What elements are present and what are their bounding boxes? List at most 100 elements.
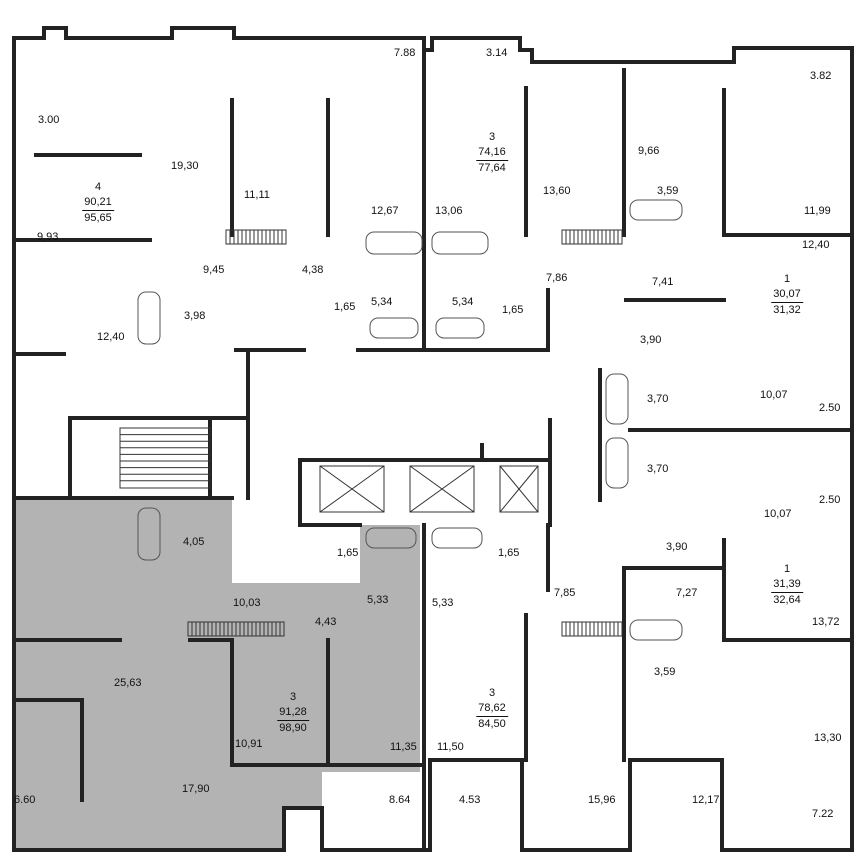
apartment-living-area: 31,39 — [771, 577, 803, 593]
room-area-label: 13,30 — [814, 732, 842, 744]
room-area-label: 3,59 — [654, 666, 676, 678]
apartment-label-1-right-upper: 1 30,07 31,32 — [771, 272, 803, 318]
room-area-label: 3.82 — [810, 70, 832, 82]
room-area-label: 12,17 — [692, 794, 720, 806]
room-area-label: 10,91 — [235, 738, 263, 750]
room-area-label: 11,11 — [244, 189, 270, 201]
bathtub — [137, 291, 161, 345]
bathtub — [629, 619, 683, 641]
room-area-label: 10,07 — [760, 389, 788, 401]
room-area-label: 2.50 — [819, 402, 841, 414]
bathtub — [137, 507, 161, 561]
apartment-total-area: 84,50 — [478, 718, 506, 730]
room-area-label: 12,40 — [97, 331, 125, 343]
highlighted-apartment — [14, 498, 420, 850]
room-area-label: 17,90 — [182, 783, 210, 795]
apartment-living-area: 90,21 — [82, 195, 114, 211]
elevators — [319, 465, 539, 513]
room-area-label: 1,65 — [334, 301, 356, 313]
bathtub — [435, 317, 485, 339]
room-area-label: 7,41 — [652, 276, 674, 288]
radiator — [561, 229, 623, 245]
room-area-label: 1,65 — [502, 304, 524, 316]
room-area-label: 3.14 — [486, 47, 508, 59]
radiator — [225, 229, 287, 245]
bathtub — [365, 231, 423, 255]
bathtub — [431, 527, 483, 549]
room-area-label: 7,85 — [554, 587, 576, 599]
room-area-label: 11,50 — [437, 741, 464, 753]
apartment-living-area: 74,16 — [476, 145, 508, 161]
room-area-label: 25,63 — [114, 677, 142, 689]
elevator-3 — [499, 465, 539, 513]
room-area-label: 3,90 — [640, 334, 662, 346]
room-area-label: 11,35 — [390, 741, 417, 753]
room-area-label: 5,34 — [371, 296, 393, 308]
apartment-total-area: 95,65 — [84, 212, 112, 224]
room-area-label: 9,93 — [37, 231, 59, 243]
room-area-label: 9,45 — [203, 264, 225, 276]
room-area-label: 12,67 — [371, 205, 399, 217]
apartment-rooms: 1 — [783, 273, 791, 285]
apartment-rooms: 1 — [783, 563, 791, 575]
room-area-label: 19,30 — [171, 160, 199, 172]
room-area-label: 10,03 — [233, 597, 261, 609]
apartment-total-area: 32,64 — [773, 594, 801, 606]
room-area-label: 9,66 — [638, 145, 660, 157]
apartment-total-area: 77,64 — [478, 162, 506, 174]
room-area-label: 3,90 — [666, 541, 688, 553]
room-area-label: 5,34 — [452, 296, 474, 308]
room-area-label: 7,86 — [546, 272, 568, 284]
room-area-label: 13,60 — [543, 185, 571, 197]
apartment-label-3-top-center: 3 74,16 77,64 — [476, 130, 508, 176]
room-area-label: 13,72 — [812, 616, 840, 628]
room-area-label: 7.22 — [812, 808, 834, 820]
room-area-label: 3,59 — [657, 185, 679, 197]
room-area-label: 3,70 — [647, 393, 669, 405]
room-area-label: 7,27 — [676, 587, 698, 599]
apartment-rooms: 3 — [488, 131, 496, 143]
radiators — [187, 229, 623, 637]
room-area-label: 7.88 — [394, 47, 416, 59]
apartment-label-3-bottom-left: 3 91,28 98,90 — [277, 690, 309, 736]
room-area-label: 4,38 — [302, 264, 324, 276]
apartment-rooms: 4 — [94, 181, 102, 193]
room-area-label: 4,43 — [315, 616, 337, 628]
apartment-living-area: 91,28 — [277, 705, 309, 721]
apartment-living-area: 30,07 — [771, 287, 803, 303]
apartment-label-1-right-lower: 1 31,39 32,64 — [771, 562, 803, 608]
room-area-label: 1,65 — [498, 547, 520, 559]
room-area-label: 12,40 — [802, 239, 830, 251]
room-area-label: 3,70 — [647, 463, 669, 475]
apartment-total-area: 31,32 — [773, 304, 801, 316]
room-area-label: 11,99 — [804, 205, 831, 217]
highlighted-apartment-area — [14, 498, 420, 850]
apartment-label-4-top-left: 4 90,21 95,65 — [82, 180, 114, 226]
elevator-1 — [319, 465, 385, 513]
room-area-label: 10,07 — [764, 508, 792, 520]
bathtub — [605, 373, 629, 425]
room-area-label: 5,33 — [432, 597, 454, 609]
apartment-rooms: 3 — [488, 687, 496, 699]
room-area-label: 1,65 — [337, 547, 359, 559]
bathtub — [365, 527, 417, 549]
room-area-label: 4,05 — [183, 536, 205, 548]
radiator — [561, 621, 623, 637]
room-area-label: 8.64 — [389, 794, 411, 806]
bathtub — [605, 437, 629, 489]
elevator-2 — [409, 465, 475, 513]
room-area-label: 5,33 — [367, 594, 389, 606]
room-area-label: 3.00 — [38, 114, 60, 126]
walls — [12, 26, 854, 852]
bathtub — [629, 199, 683, 221]
room-area-label: 6.60 — [14, 794, 36, 806]
room-area-label: 2.50 — [819, 494, 841, 506]
room-area-label: 3,98 — [184, 310, 206, 322]
staircase — [119, 427, 211, 489]
bathtub — [369, 317, 419, 339]
apartment-rooms: 3 — [289, 691, 297, 703]
room-area-label: 13,06 — [435, 205, 463, 217]
bathtub — [431, 231, 489, 255]
